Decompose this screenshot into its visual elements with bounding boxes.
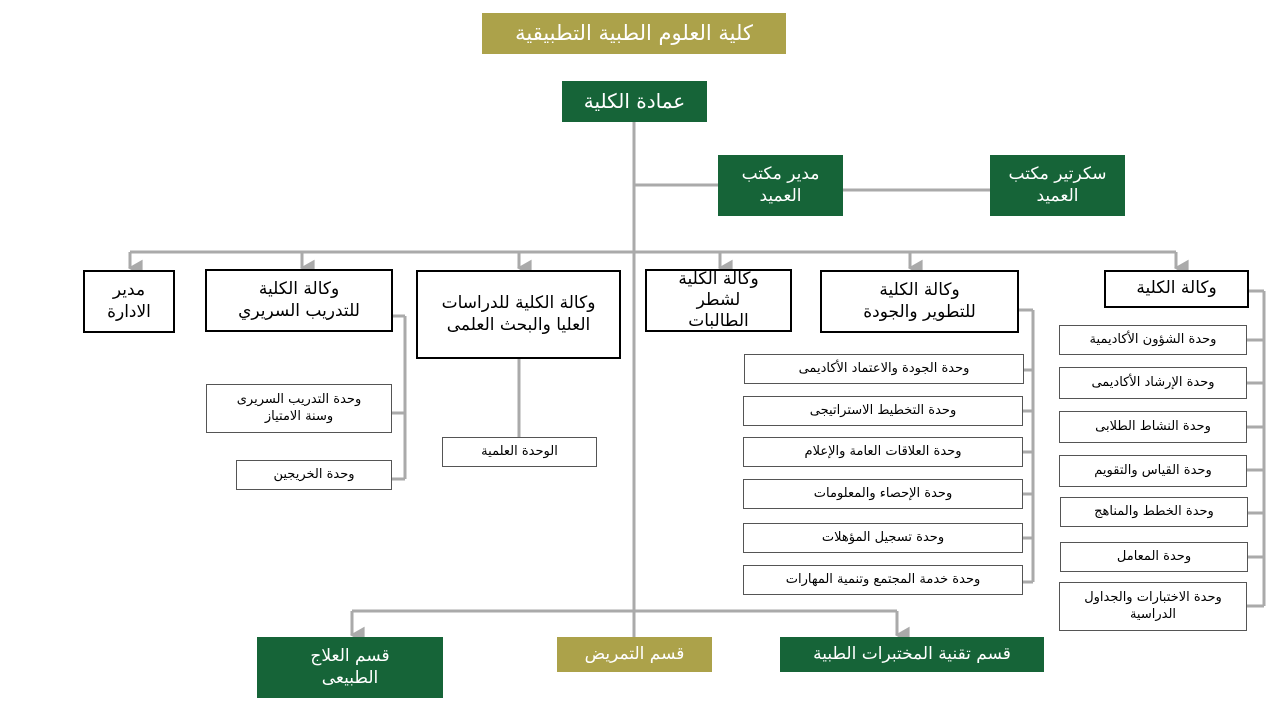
college-vice-box: وكالة الكلية bbox=[1104, 270, 1249, 308]
development-quality-vice-box: وكالة الكلية للتطوير والجودة bbox=[820, 270, 1019, 333]
college-unit-curricula: وحدة الخطط والمناهج bbox=[1060, 497, 1248, 527]
dev-unit-strategic: وحدة التخطيط الاستراتيجى bbox=[743, 396, 1023, 426]
dev-unit-qualifications: وحدة تسجيل المؤهلات bbox=[743, 523, 1023, 553]
dev-unit-community: وحدة خدمة المجتمع وتنمية المهارات bbox=[743, 565, 1023, 595]
clinical-training-vice-box: وكالة الكلية للتدريب السريري bbox=[205, 269, 393, 332]
physio-department-box: قسم العلاج الطبيعى bbox=[257, 637, 443, 698]
nursing-department-box: قسم التمريض bbox=[557, 637, 712, 672]
clinical-unit-graduates: وحدة الخريجين bbox=[236, 460, 392, 490]
dean-box: عمادة الكلية bbox=[562, 81, 707, 122]
dev-unit-statistics: وحدة الإحصاء والمعلومات bbox=[743, 479, 1023, 509]
lab-tech-department-box: قسم تقنية المختبرات الطبية bbox=[780, 637, 1044, 672]
clinical-unit-internship: وحدة التدريب السريرى وسنة الامتياز bbox=[206, 384, 392, 433]
college-unit-labs: وحدة المعامل bbox=[1060, 542, 1248, 572]
college-unit-assessment: وحدة القياس والتقويم bbox=[1059, 455, 1247, 487]
college-unit-exams: وحدة الاختبارات والجداول الدراسية bbox=[1059, 582, 1247, 631]
college-unit-academic-affairs: وحدة الشؤون الأكاديمية bbox=[1059, 325, 1247, 355]
office-secretary-box: سكرتير مكتب العميد bbox=[990, 155, 1125, 216]
college-unit-academic-advising: وحدة الإرشاد الأكاديمى bbox=[1059, 367, 1247, 399]
college-title: كلية العلوم الطبية التطبيقية bbox=[482, 13, 786, 54]
dev-unit-quality: وحدة الجودة والاعتماد الأكاديمى bbox=[744, 354, 1024, 384]
office-manager-box: مدير مكتب العميد bbox=[718, 155, 843, 216]
dev-unit-public-relations: وحدة العلاقات العامة والإعلام bbox=[743, 437, 1023, 467]
postgrad-research-vice-box: وكالة الكلية للدراسات العليا والبحث العل… bbox=[416, 270, 621, 359]
female-section-vice-box: وكالة الكلية لشطر الطالبات bbox=[645, 269, 792, 332]
postgrad-unit-scientific: الوحدة العلمية bbox=[442, 437, 597, 467]
admin-director-box: مدير الادارة bbox=[83, 270, 175, 333]
college-unit-student-activity: وحدة النشاط الطلابى bbox=[1059, 411, 1247, 443]
